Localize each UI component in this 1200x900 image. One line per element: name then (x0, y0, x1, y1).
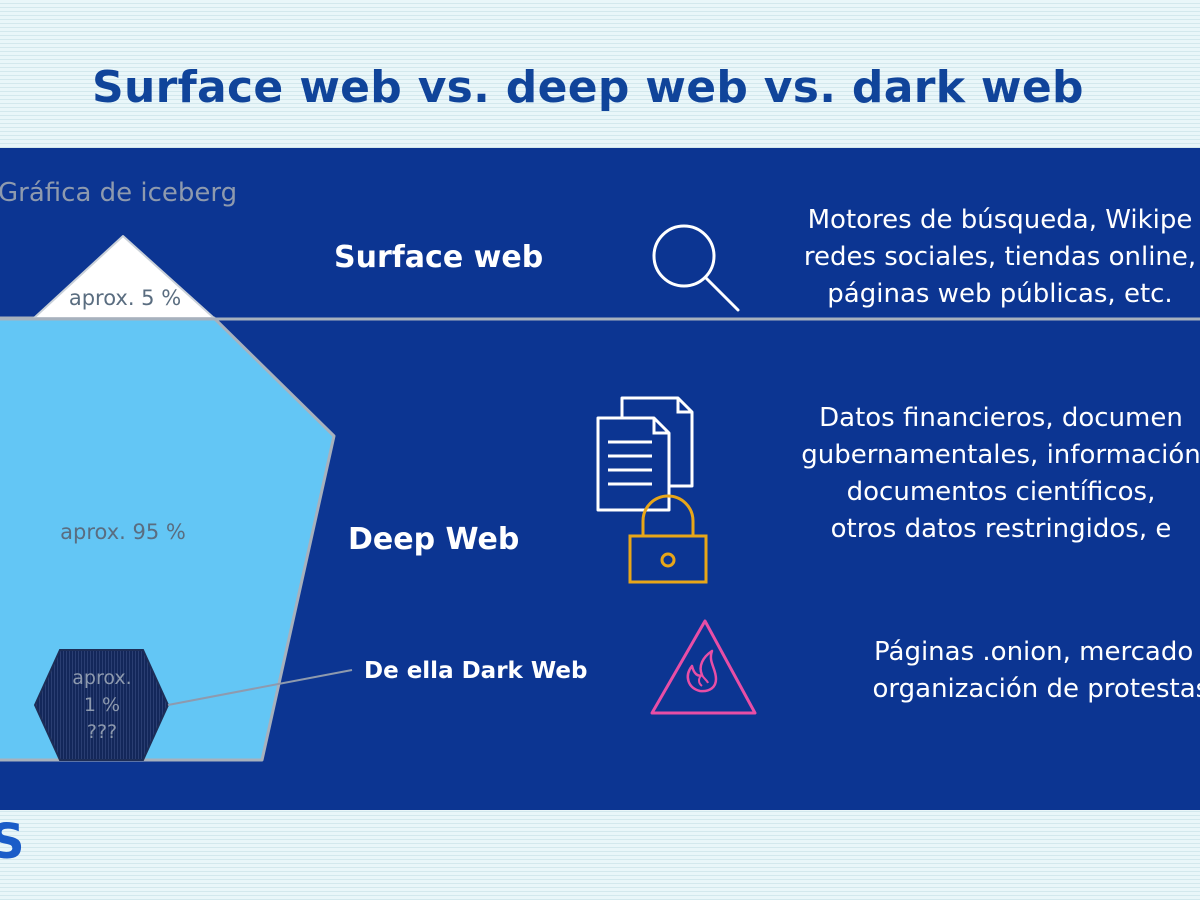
surface-web-description: Motores de búsqueda, Wikipe redes social… (760, 202, 1200, 313)
surface-web-label: Surface web (334, 240, 544, 275)
description-line: otros datos restringidos, e (830, 514, 1172, 544)
deep-web-description: Datos financieros, documen gubernamental… (756, 400, 1200, 548)
iceberg-caption: Gráfica de iceberg (0, 178, 238, 208)
magnifier-icon (652, 224, 740, 312)
description-line: redes sociales, tiendas online, (803, 242, 1197, 272)
dark-web-connector (167, 669, 353, 706)
description-line: documentos científicos, (846, 477, 1156, 507)
description-line: gubernamentales, información (801, 440, 1200, 470)
surface-share-label: aprox. 5 % (68, 286, 182, 310)
description-line: Motores de búsqueda, Wikipe (807, 205, 1193, 235)
description-line: páginas web públicas, etc. (827, 279, 1173, 309)
dark-share-label: aprox. 1 % ??? (52, 665, 152, 746)
dark-web-label: De ella Dark Web (364, 658, 588, 684)
diagram-panel: Gráfica de iceberg aprox. 5 % aprox. 95 … (0, 148, 1200, 810)
brand-logo: S (0, 814, 25, 870)
page-title: Surface web vs. deep web vs. dark web (92, 62, 1084, 113)
diagram-graphics (0, 224, 1200, 762)
description-line: organización de protestas, (872, 674, 1200, 704)
dark-share-line: ??? (86, 721, 118, 743)
documents-lock-icon (596, 396, 708, 584)
dark-share-line: aprox. (72, 667, 132, 689)
dark-web-description: Páginas .onion, mercado il organización … (830, 634, 1200, 708)
description-line: Páginas .onion, mercado il (874, 637, 1200, 667)
dark-share-line: 1 % (83, 694, 121, 716)
deep-share-label: aprox. 95 % (60, 520, 186, 544)
deep-web-label: Deep Web (348, 522, 520, 557)
fire-warning-icon (650, 619, 757, 715)
description-line: Datos financieros, documen (819, 403, 1183, 433)
